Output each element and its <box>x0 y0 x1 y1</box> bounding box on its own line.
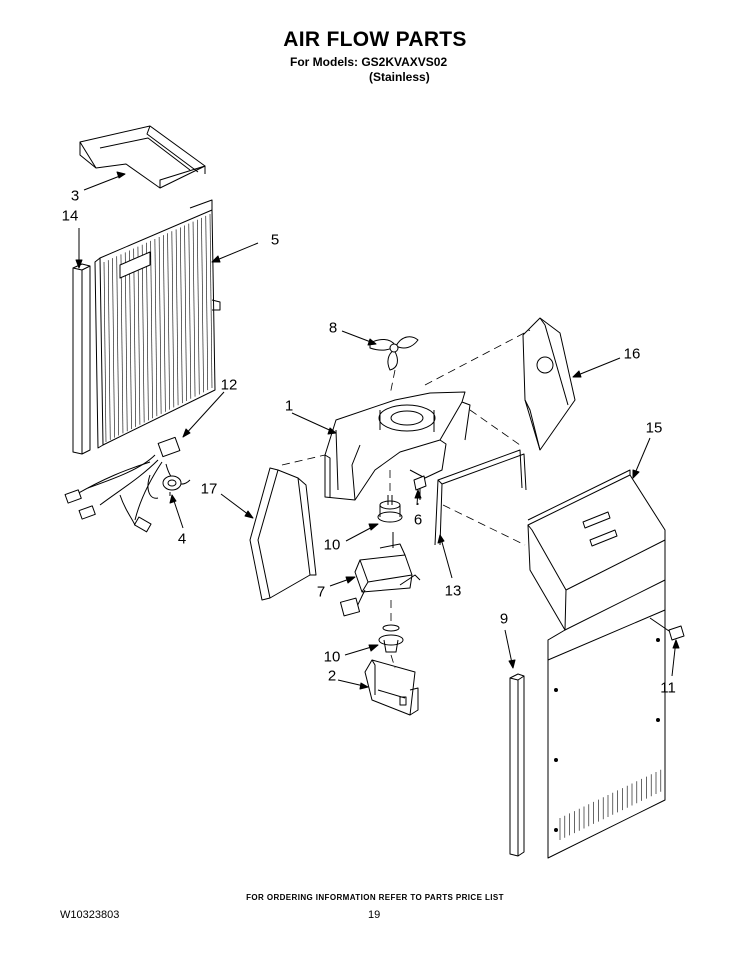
part-10-grommet-lower <box>378 624 404 653</box>
callout-13: 13 <box>444 582 462 600</box>
callout-10-upper: 10 <box>323 536 341 554</box>
alignment-lines <box>281 329 531 669</box>
leader-arrows <box>75 171 680 690</box>
part-1-fan-housing <box>324 391 471 501</box>
part-5-evaporator-cover <box>94 199 221 449</box>
part-12-wire-harness <box>64 436 191 533</box>
callout-7: 7 <box>316 583 326 601</box>
part-13-wire-retainer <box>434 449 527 546</box>
ordering-note: FOR ORDERING INFORMATION REFER TO PARTS … <box>246 893 504 902</box>
part-9-foam-strip <box>509 673 525 857</box>
models-line: For Models: GS2KVAXVS02 <box>290 55 448 69</box>
callout-8: 8 <box>328 319 338 337</box>
callout-6: 6 <box>413 511 423 529</box>
callout-17: 17 <box>200 480 218 498</box>
callout-4: 4 <box>177 530 187 548</box>
callout-3: 3 <box>70 187 80 205</box>
callout-5: 5 <box>270 231 280 249</box>
part-7-fan-motor <box>339 532 421 617</box>
part-16-panel <box>522 317 576 451</box>
callout-15: 15 <box>645 419 663 437</box>
callout-12: 12 <box>220 376 238 394</box>
part-15-cover-assembly <box>527 469 666 859</box>
part-8-fan-blade <box>369 336 419 371</box>
page-title: AIR FLOW PARTS <box>283 28 467 51</box>
document-number: W10323803 <box>60 909 120 921</box>
part-2-motor-bracket <box>364 659 419 716</box>
part-10-grommet-upper <box>377 495 403 523</box>
part-11-screw <box>649 617 685 641</box>
page-number: 19 <box>368 909 381 921</box>
callout-11: 11 <box>660 679 676 697</box>
callout-1: 1 <box>284 397 294 415</box>
part-4-grommet <box>162 475 182 496</box>
callout-9: 9 <box>499 610 509 628</box>
callout-10-lower: 10 <box>323 648 341 666</box>
part-3-duct-cover <box>79 125 206 189</box>
finish-line: (Stainless) <box>369 70 430 84</box>
callout-14: 14 <box>61 207 79 225</box>
callout-2: 2 <box>327 667 337 685</box>
part-14-foam-strip <box>72 263 91 455</box>
callout-16: 16 <box>623 345 641 363</box>
part-17-duct-panel <box>249 467 317 601</box>
